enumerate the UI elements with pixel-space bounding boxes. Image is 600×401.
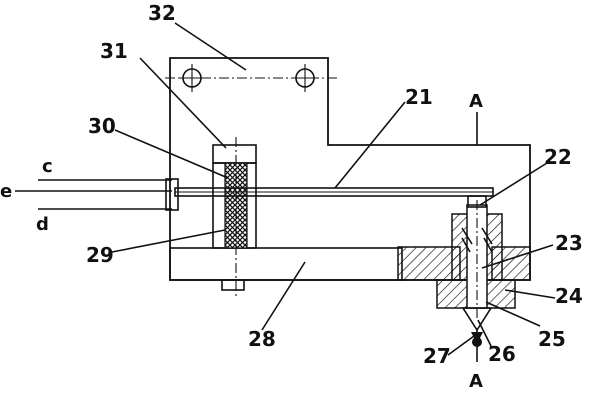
label-28: 28 bbox=[248, 327, 276, 351]
leader-24 bbox=[504, 289, 556, 299]
label-27: 27 bbox=[423, 344, 451, 368]
needle-tip bbox=[461, 307, 493, 332]
section-point bbox=[472, 337, 482, 347]
leader-23 bbox=[481, 244, 554, 269]
leader-21 bbox=[334, 101, 406, 189]
leader-30 bbox=[114, 129, 229, 179]
label-e: e bbox=[0, 181, 12, 202]
right-block-left bbox=[397, 246, 461, 281]
screw-nut bbox=[221, 279, 245, 291]
label-25: 25 bbox=[538, 327, 566, 351]
label-29: 29 bbox=[86, 243, 114, 267]
label-26: 26 bbox=[488, 342, 516, 366]
lever-left-clamp bbox=[165, 178, 179, 211]
section-mark-top: A bbox=[469, 91, 483, 112]
leader-28 bbox=[261, 261, 306, 331]
leader-22 bbox=[479, 162, 548, 206]
label-22: 22 bbox=[544, 145, 572, 169]
leader-25 bbox=[485, 301, 541, 327]
leader-31 bbox=[139, 57, 227, 149]
label-c: c bbox=[42, 156, 53, 177]
spring-marks bbox=[461, 227, 493, 253]
leader-27 bbox=[447, 335, 475, 356]
label-31: 31 bbox=[100, 39, 128, 63]
label-24: 24 bbox=[555, 284, 583, 308]
leader-32 bbox=[174, 22, 247, 71]
leader-26 bbox=[477, 319, 493, 349]
leader-29 bbox=[111, 229, 226, 253]
label-32: 32 bbox=[148, 1, 176, 25]
section-mark-bottom: A bbox=[469, 371, 483, 392]
label-d: d bbox=[36, 214, 49, 235]
label-23: 23 bbox=[555, 231, 583, 255]
label-21: 21 bbox=[405, 85, 433, 109]
label-30: 30 bbox=[88, 114, 116, 138]
